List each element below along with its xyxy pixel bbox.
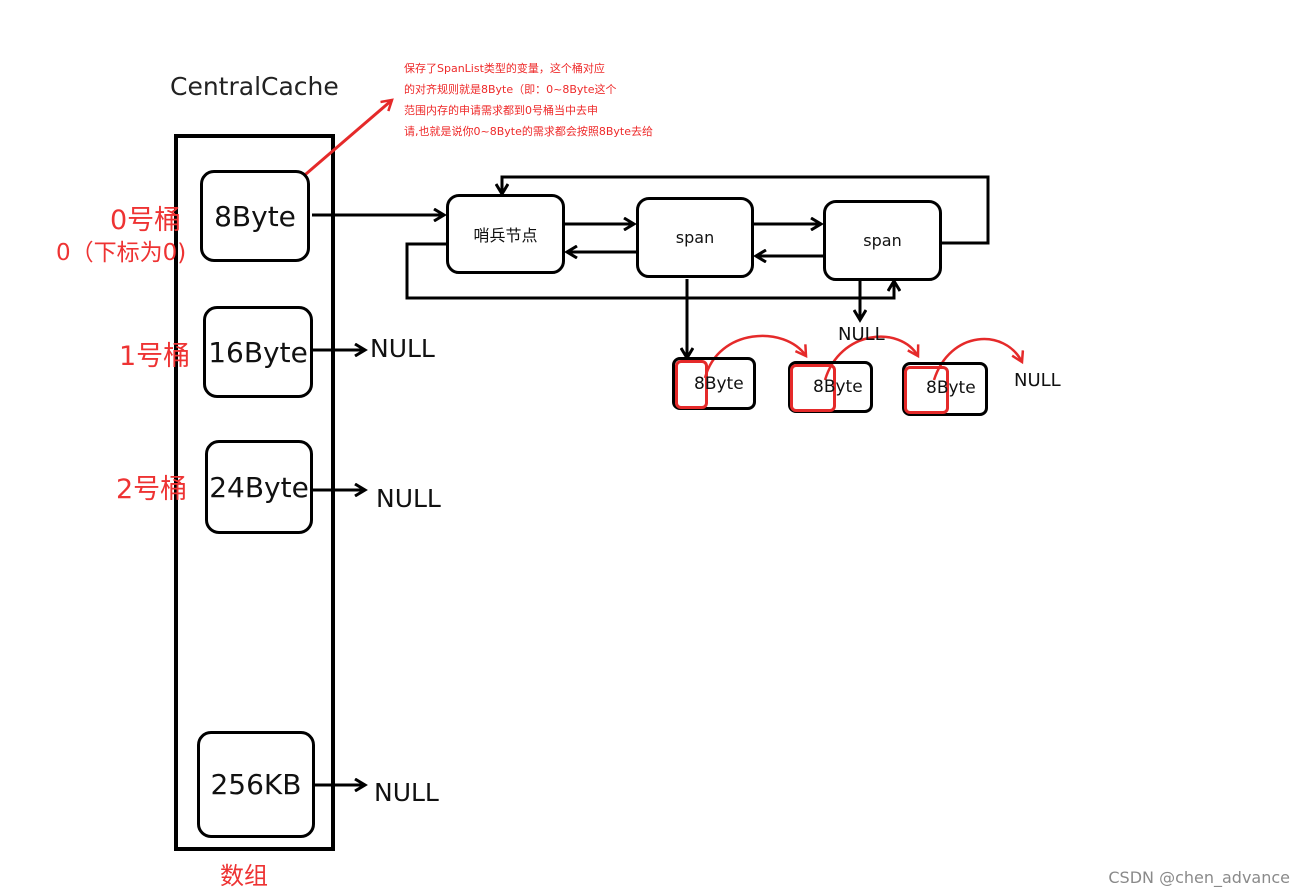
object-box-1 [672, 357, 756, 410]
object-label-2: 8Byte [813, 377, 863, 397]
watermark: CSDN @chen_advance [1108, 868, 1290, 887]
bucket-2-null: NULL [376, 484, 441, 513]
object-next-slot-3 [904, 366, 949, 414]
object-label-1: 8Byte [694, 374, 744, 394]
annotation-line: 范围内存的申请需求都到0号桶当中去申 [404, 104, 598, 117]
bucket-1-null: NULL [370, 334, 435, 363]
span-label: span [675, 228, 715, 247]
bucket-3-null: NULL [374, 778, 439, 807]
bucket-3-size: 256KB [210, 768, 302, 801]
sentinel-to-span2-loop [405, 242, 894, 300]
sentinel-label: 哨兵节点 [473, 226, 538, 245]
bucket-0-box: 8Byte [200, 170, 310, 262]
annotation-line: 保存了SpanList类型的变量，这个桶对应 [404, 62, 605, 75]
object-next-slot-2 [790, 364, 836, 412]
annotation-line: 请,也就是说你0~8Byte的需求都会按照8Byte去给 [404, 125, 653, 138]
bucket-0-label: 0号桶 [110, 205, 182, 236]
span-null: NULL [838, 324, 885, 345]
annotation-note: 保存了SpanList类型的变量，这个桶对应 的对齐规则就是8Byte（即：0~… [404, 58, 704, 142]
span2-to-sentinel-loop [502, 175, 990, 245]
span-node-2: span [823, 200, 942, 281]
page-title: CentralCache [170, 72, 339, 101]
object-label-3: 8Byte [926, 378, 976, 398]
bucket-3-box: 256KB [197, 731, 315, 838]
bucket-0-size: 8Byte [214, 199, 296, 233]
object-next-slot-1 [675, 360, 708, 409]
bucket-1-box: 16Byte [203, 306, 313, 398]
annotation-arrow [291, 100, 392, 188]
array-label: 数组 [220, 862, 268, 890]
object-box-3 [902, 362, 988, 416]
objects-null: NULL [1014, 370, 1061, 391]
span-label: span [863, 231, 902, 250]
bucket-1-size: 16Byte [208, 335, 308, 369]
bucket-1-label: 1号桶 [119, 341, 191, 372]
sentinel-node: 哨兵节点 [446, 194, 565, 274]
bucket-2-box: 24Byte [205, 440, 313, 534]
array-box [174, 134, 335, 851]
object1-next-arrow [703, 334, 806, 379]
bucket-0-sublabel: 0（下标为0) [56, 240, 187, 266]
span-node-1: span [636, 197, 754, 278]
annotation-line: 的对齐规则就是8Byte（即：0~8Byte这个 [404, 83, 617, 96]
bucket-2-label: 2号桶 [116, 474, 188, 505]
bucket-2-size: 24Byte [209, 470, 309, 504]
